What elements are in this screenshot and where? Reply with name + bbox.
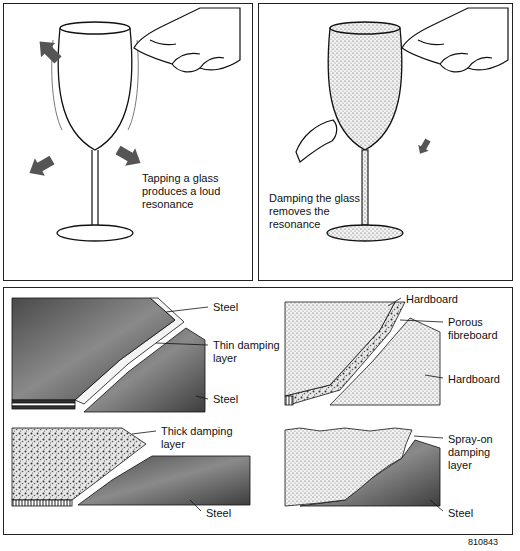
panel-box: SteelThin damping layerSteelHardboardPor… — [3, 287, 513, 535]
illustration-part — [328, 28, 402, 150]
illustration-part — [196, 396, 208, 399]
illustration-part — [415, 137, 433, 157]
illustration-part — [362, 150, 368, 225]
illustration-part — [58, 28, 132, 150]
illustration-part — [190, 500, 201, 511]
panel-box: Tapping a glass produces a loud resonanc… — [3, 3, 253, 281]
vibration-arrow — [24, 35, 145, 182]
illustration-part — [60, 22, 130, 34]
part-label: Steel — [213, 393, 273, 406]
illustration-part — [12, 406, 75, 409]
illustration-part — [134, 8, 240, 72]
damped-glass — [327, 22, 403, 241]
caption-text: Damping the glass removes the resonance — [269, 192, 361, 231]
part-label: Spray-on damping layer — [448, 433, 510, 472]
illustration-part — [150, 40, 224, 68]
illustration-part — [132, 431, 156, 434]
illustration-part — [425, 375, 443, 378]
illustration-part — [52, 40, 139, 130]
illustration-part — [430, 500, 443, 511]
illustration-part — [330, 22, 400, 34]
illustration-part — [24, 151, 57, 181]
damping-thumb — [296, 120, 337, 162]
leader-line — [132, 298, 443, 511]
illustration-part — [400, 320, 443, 322]
illustration-part — [156, 343, 208, 345]
illustration-part — [113, 141, 146, 171]
illustration-part — [285, 302, 405, 404]
illustration-part — [388, 298, 401, 306]
illustration-part — [285, 396, 293, 405]
illustration-part — [418, 40, 492, 68]
illustration-part — [12, 403, 75, 406]
part-label: Steel — [206, 507, 266, 520]
illustration-part — [12, 500, 72, 506]
illustration-part — [12, 428, 146, 500]
illustration-part — [166, 307, 208, 312]
sandwich-hardboard-panel — [285, 302, 440, 405]
sandwich-steel-panel — [12, 298, 205, 412]
illustration-part — [296, 120, 337, 162]
part-label: Hardboard — [448, 373, 510, 386]
caption-text: Tapping a glass produces a loud resonanc… — [142, 172, 246, 211]
thick-layer-panel — [12, 428, 250, 506]
tapping-hand — [134, 8, 240, 72]
part-label: Steel — [213, 301, 273, 314]
illustration-part — [12, 400, 75, 403]
illustration-part — [12, 298, 175, 400]
illustration-part — [33, 35, 66, 68]
wine-glass — [52, 22, 139, 241]
spray-layer-panel — [285, 428, 440, 506]
part-label: Hardboard — [406, 293, 476, 306]
part-label: Porous fibreboard — [448, 316, 510, 342]
illustration-part — [414, 436, 443, 438]
illustration-part — [285, 302, 395, 396]
small-arrow — [415, 137, 433, 157]
illustration-part — [285, 428, 412, 506]
part-label: Steel — [448, 507, 508, 520]
illustration-part — [92, 150, 98, 225]
tapping-hand — [402, 8, 508, 72]
part-label: Thin damping layer — [213, 339, 285, 365]
illustration-part — [57, 225, 133, 241]
figure-number: 810843 — [468, 537, 516, 548]
panel-box: Damping the glass removes the resonance — [258, 3, 513, 281]
part-label: Thick damping layer — [161, 425, 243, 451]
illustration-part — [327, 225, 403, 241]
illustration-part — [402, 8, 508, 72]
